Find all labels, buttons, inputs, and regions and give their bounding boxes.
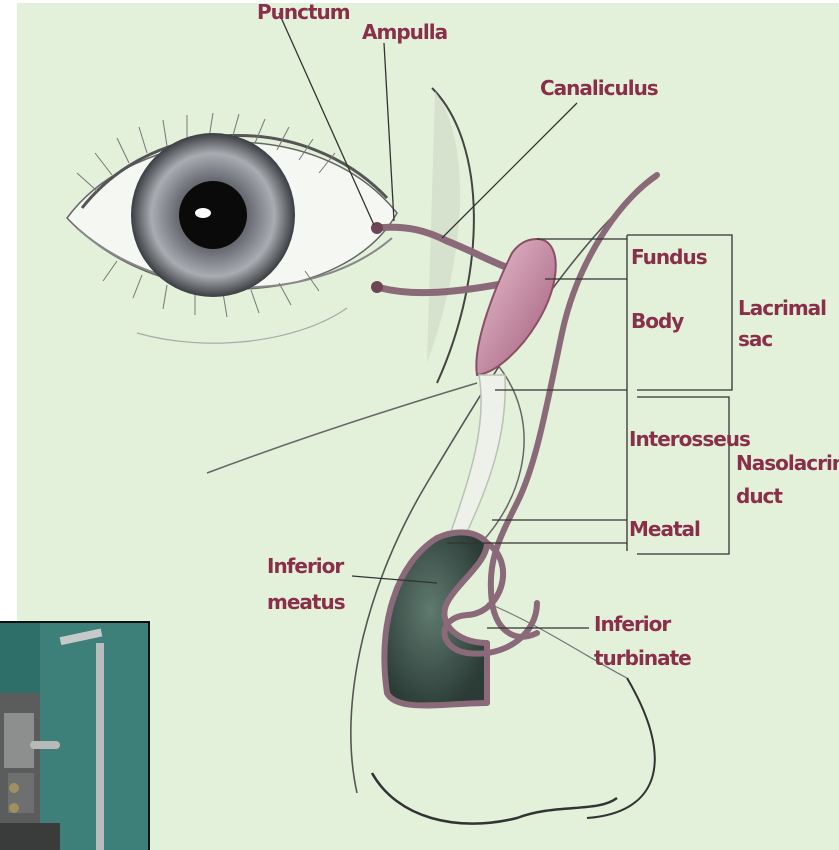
- label-body: Body: [631, 309, 684, 333]
- label-meatal: Meatal: [629, 517, 700, 541]
- label-inferior-meatus-line2: meatus: [267, 590, 345, 614]
- label-fundus: Fundus: [631, 245, 707, 269]
- label-inferior-meatus-line1: Inferior: [267, 554, 344, 578]
- label-nasolacrimal-line2: duct: [736, 484, 783, 508]
- inset-photo: [0, 621, 150, 850]
- label-inferior-turbinate-line1: Inferior: [594, 612, 671, 636]
- label-inferior-turbinate-line2: turbinate: [594, 646, 691, 670]
- machine-photo: [0, 623, 150, 850]
- label-interosseus: Interosseus: [629, 427, 750, 451]
- label-punctum: Punctum: [257, 3, 350, 24]
- lower-punctum: [371, 281, 383, 293]
- label-nasolacrimal-line1: Nasolacrima: [736, 451, 839, 475]
- label-ampulla: Ampulla: [362, 20, 447, 44]
- pupil: [179, 181, 247, 249]
- label-lacrimal-sac-line2: sac: [738, 327, 772, 351]
- pupil-highlight: [195, 208, 211, 218]
- label-canaliculus: Canaliculus: [540, 76, 658, 100]
- label-lacrimal-sac-line1: Lacrimal: [738, 296, 826, 320]
